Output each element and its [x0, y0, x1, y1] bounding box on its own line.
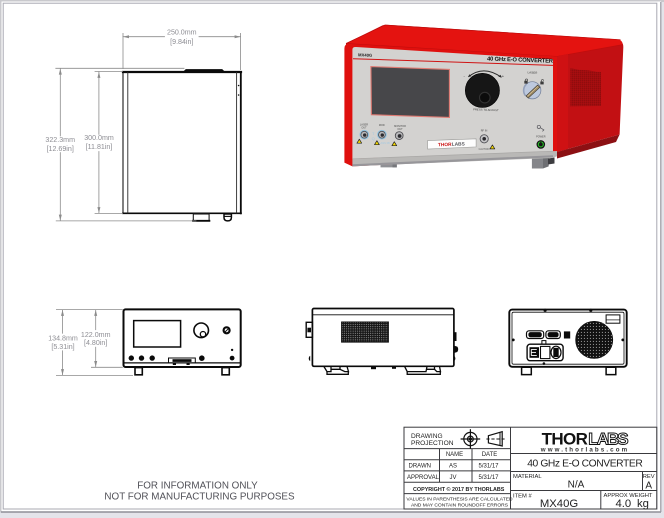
svg-text:VALUES IN PARENTHESIS ARE CALC: VALUES IN PARENTHESIS ARE CALCULATED [406, 496, 513, 502]
svg-text:NAME: NAME [446, 452, 463, 458]
svg-text:[5.31in]: [5.31in] [51, 343, 74, 351]
svg-text:DATE: DATE [482, 452, 498, 458]
svg-text:OUT: OUT [397, 128, 403, 131]
svg-text:THOR: THOR [542, 429, 588, 448]
svg-text:JV: JV [449, 475, 456, 481]
svg-text:+: + [502, 73, 505, 78]
svg-text:www.thorlabs.com: www.thorlabs.com [540, 446, 629, 453]
svg-text:APPROVAL: APPROVAL [407, 475, 440, 481]
svg-text:DRAWING: DRAWING [411, 433, 443, 440]
svg-text:REV: REV [643, 474, 655, 480]
svg-text:LABS: LABS [588, 429, 628, 448]
svg-text:NOT FOR MANUFACTURING PURPOSES: NOT FOR MANUFACTURING PURPOSES [104, 492, 295, 503]
svg-text:MATERIAL: MATERIAL [513, 474, 542, 480]
svg-text:40 GHz E-O CONVERTER: 40 GHz E-O CONVERTER [527, 459, 643, 470]
svg-text:T: T [372, 131, 375, 136]
svg-text:COPYRIGHT © 2017 BY THORLABS: COPYRIGHT © 2017 BY THORLABS [413, 486, 505, 493]
svg-text:[4.80in]: [4.80in] [84, 339, 107, 347]
svg-text:PRESS TO ADJUST: PRESS TO ADJUST [473, 107, 499, 112]
svg-text:DRAWN: DRAWN [409, 463, 431, 469]
svg-text:MX40G: MX40G [540, 498, 578, 510]
svg-text:[11.81in]: [11.81in] [86, 143, 113, 151]
svg-text:THOR: THOR [438, 142, 452, 148]
svg-text:LASER: LASER [360, 124, 368, 127]
svg-text:AND MAY CONTAIN ROUNDOFF ERROR: AND MAY CONTAIN ROUNDOFF ERRORS [411, 503, 509, 509]
svg-text:4.0: 4.0 [615, 498, 631, 510]
svg-text:[9.84in]: [9.84in] [170, 38, 193, 46]
svg-text:MONITOR: MONITOR [394, 125, 406, 128]
svg-text:ITEM #: ITEM # [513, 494, 532, 500]
svg-text:APPROX WEIGHT: APPROX WEIGHT [604, 493, 653, 499]
svg-text:[12.69in]: [12.69in] [47, 145, 74, 153]
svg-text:-: - [464, 73, 466, 78]
svg-text:N/A: N/A [568, 480, 585, 491]
svg-text:322.3mm: 322.3mm [45, 136, 75, 144]
svg-text:250.0mm: 250.0mm [167, 29, 197, 37]
svg-text:40 GHz E-O CONVERTER: 40 GHz E-O CONVERTER [487, 56, 554, 64]
svg-text:MX40G: MX40G [358, 52, 372, 58]
svg-text:300.0mm: 300.0mm [84, 134, 114, 142]
svg-text:LASER: LASER [527, 70, 538, 74]
svg-text:OUT: OUT [361, 126, 367, 129]
svg-text:Q: Q [372, 136, 375, 141]
svg-text:FOR INFORMATION ONLY: FOR INFORMATION ONLY [137, 481, 258, 492]
svg-text:MOD: MOD [379, 124, 385, 127]
svg-text:A: A [645, 480, 652, 491]
svg-text:POWER: POWER [536, 136, 546, 139]
svg-text:AS: AS [449, 464, 457, 470]
svg-text:PROJECTION: PROJECTION [411, 440, 454, 447]
svg-text:CAUTION: CAUTION [479, 148, 490, 151]
svg-text:134.8mm: 134.8mm [48, 334, 78, 342]
svg-text:kg: kg [637, 498, 649, 510]
svg-text:CLASS 3B: CLASS 3B [377, 141, 390, 145]
svg-text:122.0mm: 122.0mm [81, 331, 111, 339]
svg-text:5/31/17: 5/31/17 [478, 464, 499, 470]
svg-text:LABS: LABS [452, 141, 466, 147]
svg-text:5/31/17: 5/31/17 [478, 475, 499, 481]
svg-text:RF IN: RF IN [481, 129, 488, 132]
